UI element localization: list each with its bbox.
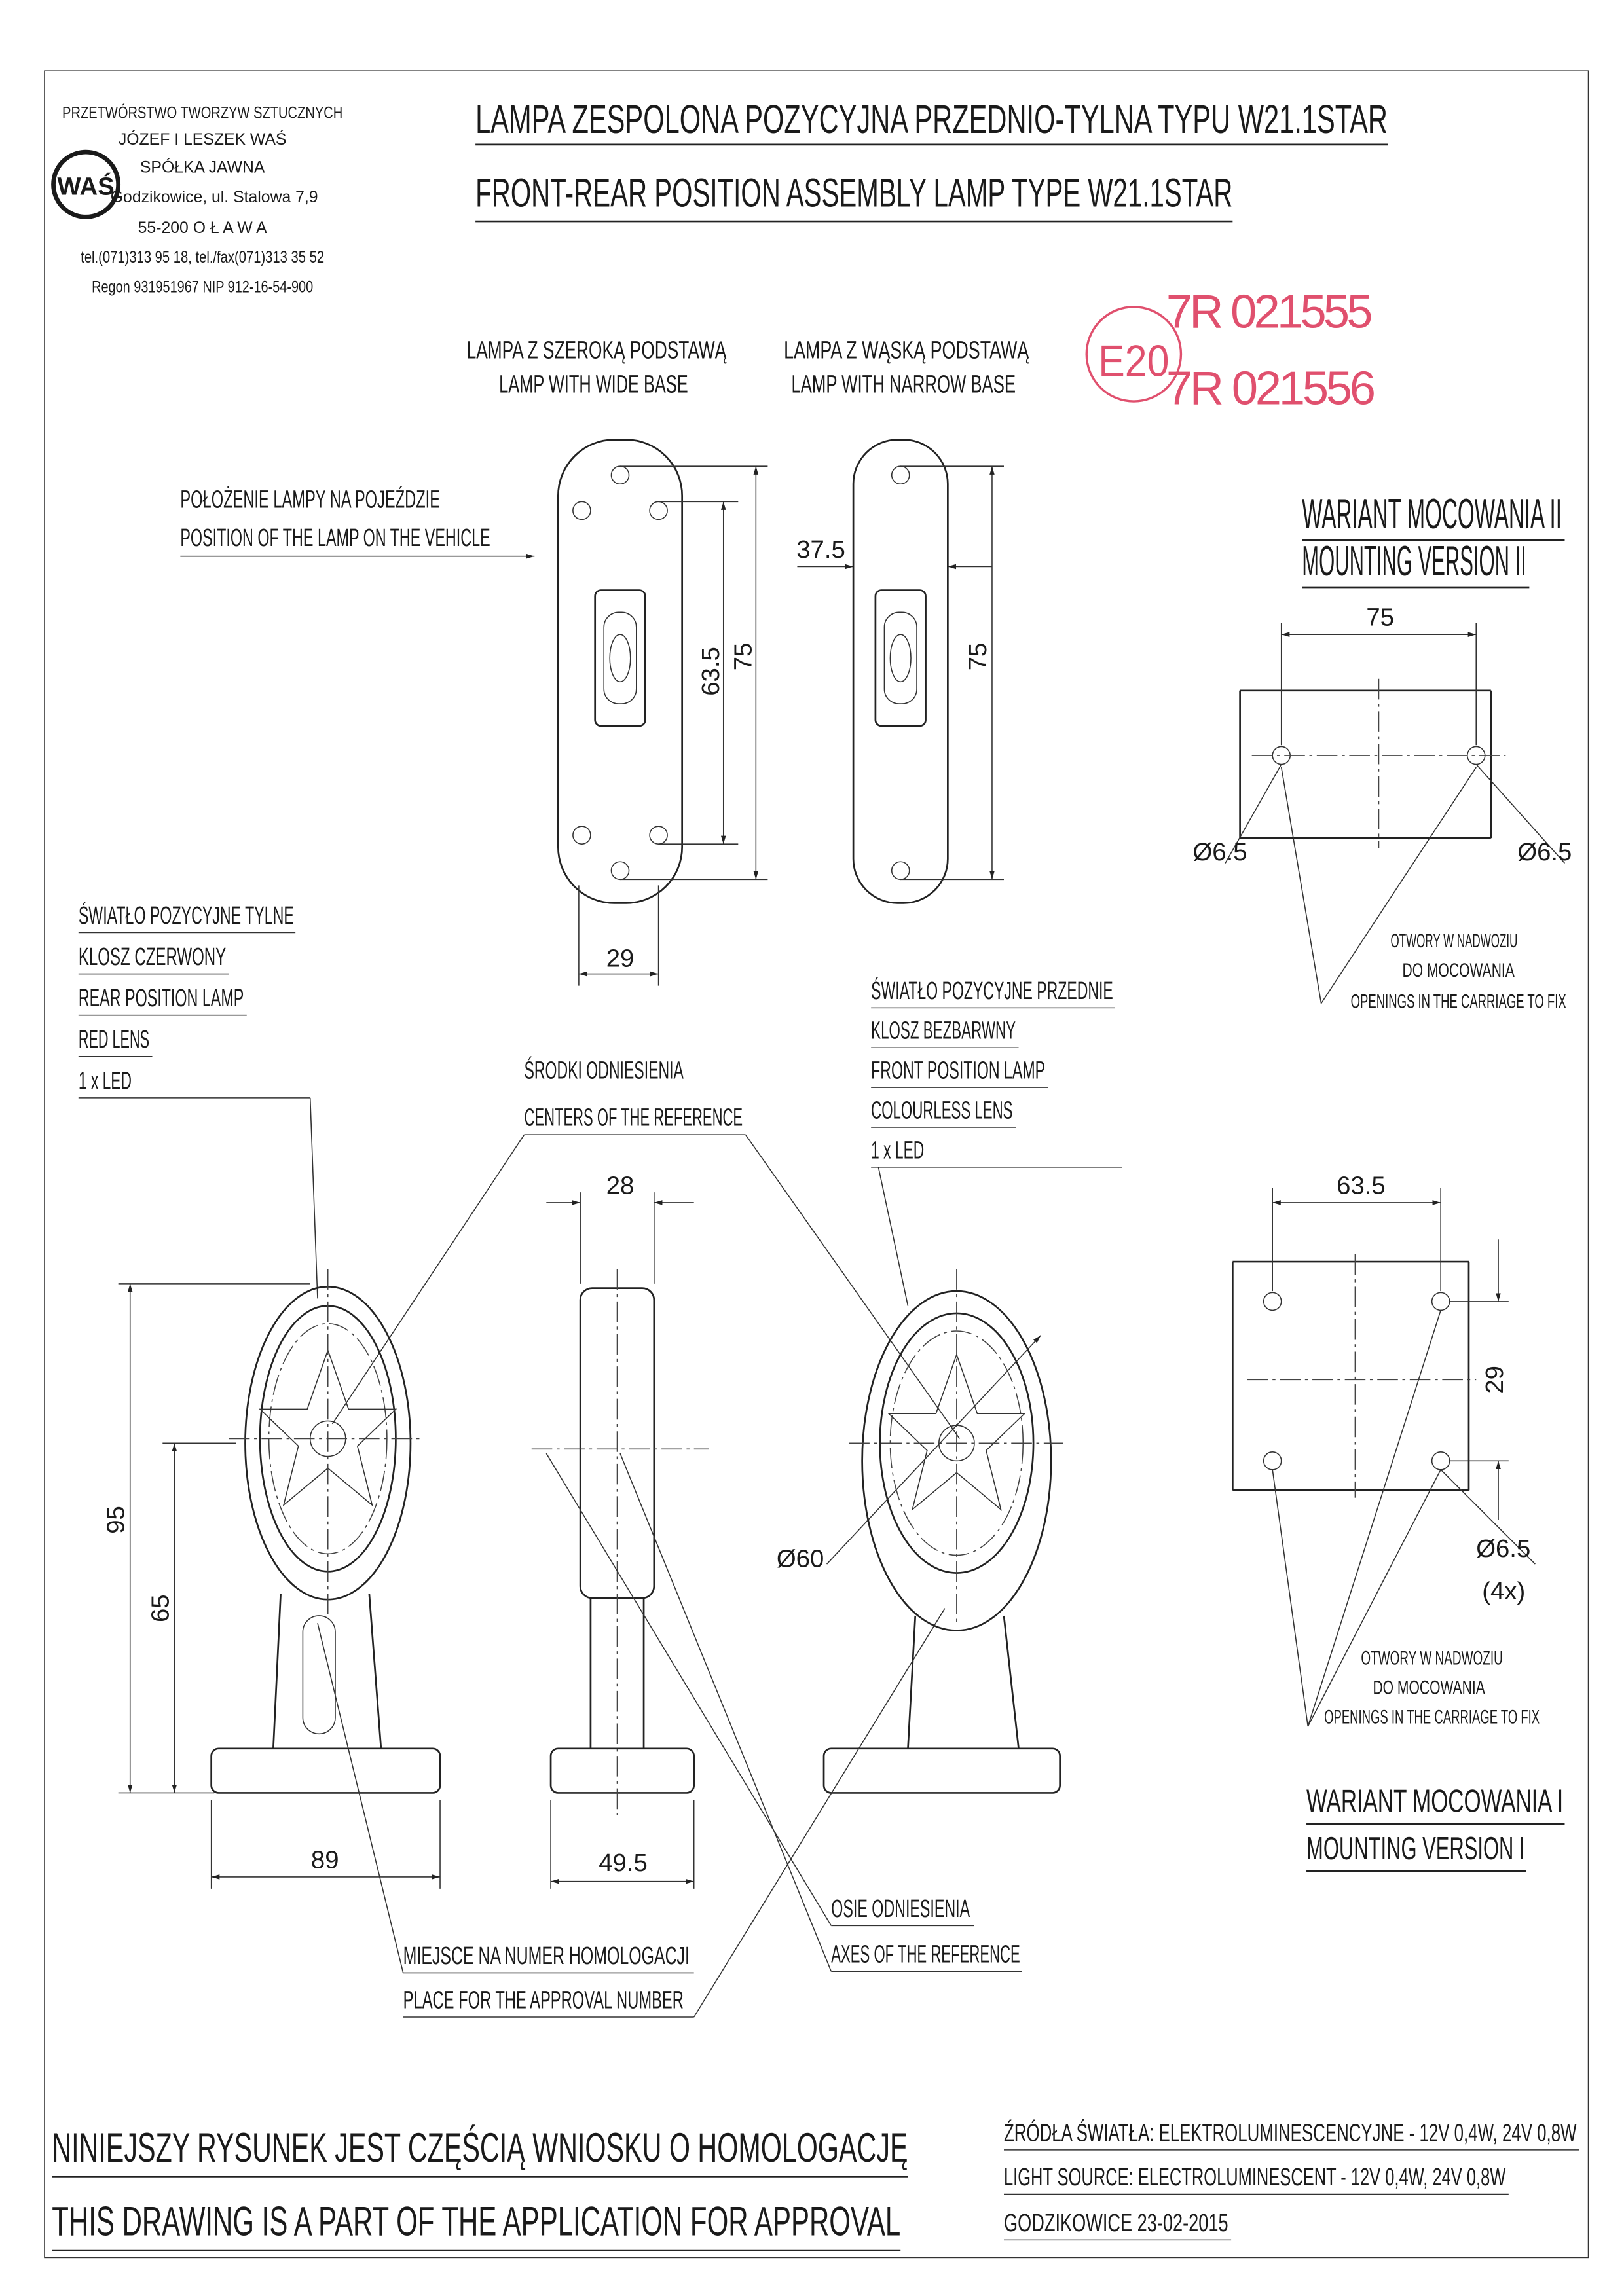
company-city: 55-200 O Ł A W A (138, 219, 267, 237)
axes-label-pl: OSIE ODNIESIENIA (831, 1895, 970, 1923)
place-date: GODZIKOWICE 23-02-2015 (1004, 2209, 1228, 2237)
rear-label-5: 1 x LED (79, 1066, 132, 1095)
mount1-hole: Ø6.5 (1476, 1535, 1530, 1563)
mount1-drawing (1231, 1188, 1536, 1727)
approval-place-pl: MIEJSCE NA NUMER HOMOLOGACJI (403, 1942, 690, 1970)
narrow-base-top-view (797, 439, 1005, 904)
rear-label-3: REAR POSITION LAMP (79, 984, 244, 1012)
dim-75-wide: 75 (729, 643, 758, 671)
dim-diameter-60: Ø60 (777, 1545, 824, 1573)
company-name: PRZETWÓRSTWO TWORZYW SZTUCZNYCH (62, 104, 342, 122)
company-owners: JÓZEF I LESZEK WAŚ (119, 130, 287, 149)
dim-63-5-wide: 63.5 (697, 647, 725, 696)
company-ids: Regon 931951967 NIP 912-16-54-900 (92, 278, 313, 296)
rear-label-2: KLOSZ CZERWONY (79, 943, 226, 971)
approval-place-en: PLACE FOR THE APPROVAL NUMBER (403, 1986, 684, 2014)
position-label-pl: POŁOŻENIE LAMPY NA POJEŹDZIE (180, 485, 440, 513)
mount1-openings-1: OTWORY W NADWOZIU (1361, 1647, 1502, 1669)
mount1-openings-2: DO MOCOWANIA (1373, 1677, 1485, 1698)
mount1-openings-3: OPENINGS IN THE CARRIAGE TO FIX (1324, 1707, 1540, 1728)
mount1-title-en: MOUNTING VERSION I (1306, 1830, 1525, 1867)
mount2-hole-left: Ø6.5 (1192, 838, 1247, 866)
centers-label-en: CENTERS OF THE REFERENCE (524, 1104, 743, 1132)
centers-label-pl: ŚRODKI ODNIESIENIA (524, 1055, 684, 1085)
front-lamp-view (822, 1269, 1063, 1794)
mount2-openings-3: OPENINGS IN THE CARRIAGE TO FIX (1351, 991, 1566, 1012)
front-label-5: 1 x LED (871, 1136, 924, 1164)
dim-37-5: 37.5 (796, 536, 845, 564)
rear-lamp-view (118, 1269, 441, 1889)
company-block: WAŚ PRZETWÓRSTWO TWORZYW SZTUCZNYCH JÓZE… (51, 104, 342, 296)
company-address: Godzikowice, ul. Stalowa 7,9 (111, 189, 318, 206)
company-type: SPÓŁKA JAWNA (140, 159, 265, 177)
dim-29-wide: 29 (606, 944, 635, 972)
mount2-dim-75: 75 (1366, 604, 1394, 632)
wide-base-label-pl: LAMPA Z SZEROKĄ PODSTAWĄ (467, 337, 727, 365)
light-source-pl: ŹRÓDŁA ŚWIATŁA: ELEKTROLUMINESCENCYJNE -… (1004, 2117, 1577, 2147)
dim-49-5: 49.5 (599, 1849, 648, 1877)
mount1-hole-count: (4x) (1482, 1577, 1525, 1605)
lamp-side-view (531, 1192, 709, 1889)
approval-stamp: E20 7R 021555 7R 021556 (1085, 285, 1376, 415)
mount2-openings-1: OTWORY W NADWOZIU (1391, 930, 1518, 952)
stamp-number-1: 7R 021555 (1166, 285, 1373, 338)
title-pl: LAMPA ZESPOLONA POZYCYJNA PRZEDNIO-TYLNA… (475, 97, 1388, 141)
wide-base-label-en: LAMP WITH WIDE BASE (499, 371, 688, 399)
mount1-dim-29: 29 (1481, 1366, 1509, 1394)
narrow-base-label-pl: LAMPA Z WĄSKĄ PODSTAWĄ (784, 337, 1029, 365)
company-logo: WAŚ (51, 149, 121, 219)
company-phone: tel.(071)313 95 18, tel./fax(071)313 35 … (81, 249, 324, 266)
rear-lamp-labels: ŚWIATŁO POZYCYJNE TYLNE KLOSZ CZERWONY R… (78, 900, 318, 1299)
dim-95: 95 (102, 1506, 130, 1534)
front-lamp-labels: ŚWIATŁO POZYCYJNE PRZEDNIE KLOSZ BEZBARW… (871, 975, 1122, 1306)
drawing-border (44, 70, 1589, 2259)
position-label-en: POSITION OF THE LAMP ON THE VEHICLE (180, 524, 490, 552)
stamp-mark: E20 (1098, 337, 1169, 386)
axes-label-en: AXES OF THE REFERENCE (831, 1941, 1020, 1969)
front-label-4: COLOURLESS LENS (871, 1096, 1012, 1124)
rear-label-1: ŚWIATŁO POZYCYJNE TYLNE (79, 900, 294, 930)
logo-text: WAŚ (57, 172, 114, 201)
mount2-drawing (1225, 623, 1566, 1004)
mount2-title-pl: WARIANT MOCOWANIA II (1302, 490, 1562, 538)
front-label-3: FRONT POSITION LAMP (871, 1057, 1045, 1085)
dim-75-narrow: 75 (964, 643, 992, 671)
title-en: FRONT-REAR POSITION ASSEMBLY LAMP TYPE W… (475, 171, 1232, 215)
stamp-number-2: 7R 021556 (1166, 363, 1376, 415)
dim-65: 65 (146, 1594, 174, 1622)
rear-label-4: RED LENS (79, 1025, 149, 1053)
narrow-base-label-en: LAMP WITH NARROW BASE (791, 371, 1016, 399)
footer-note-en: THIS DRAWING IS A PART OF THE APPLICATIO… (52, 2199, 900, 2245)
mount2-title-en: MOUNTING VERSION II (1302, 537, 1526, 585)
mount2-openings-2: DO MOCOWANIA (1403, 960, 1515, 981)
dim-28: 28 (606, 1171, 635, 1199)
light-source-en: LIGHT SOURCE: ELECTROLUMINESCENT - 12V 0… (1004, 2163, 1506, 2191)
front-label-1: ŚWIATŁO POZYCYJNE PRZEDNIE (871, 975, 1113, 1005)
wide-base-top-view (557, 439, 768, 986)
mount1-dim-63-5: 63.5 (1337, 1171, 1386, 1199)
front-label-2: KLOSZ BEZBARWNY (871, 1017, 1016, 1045)
footer-note-pl: NINIEJSZY RYSUNEK JEST CZĘŚCIĄ WNIOSKU O… (52, 2124, 908, 2171)
mount1-title-pl: WARIANT MOCOWANIA I (1306, 1783, 1563, 1819)
mount2-hole-right: Ø6.5 (1517, 838, 1572, 866)
dim-89: 89 (311, 1846, 339, 1874)
